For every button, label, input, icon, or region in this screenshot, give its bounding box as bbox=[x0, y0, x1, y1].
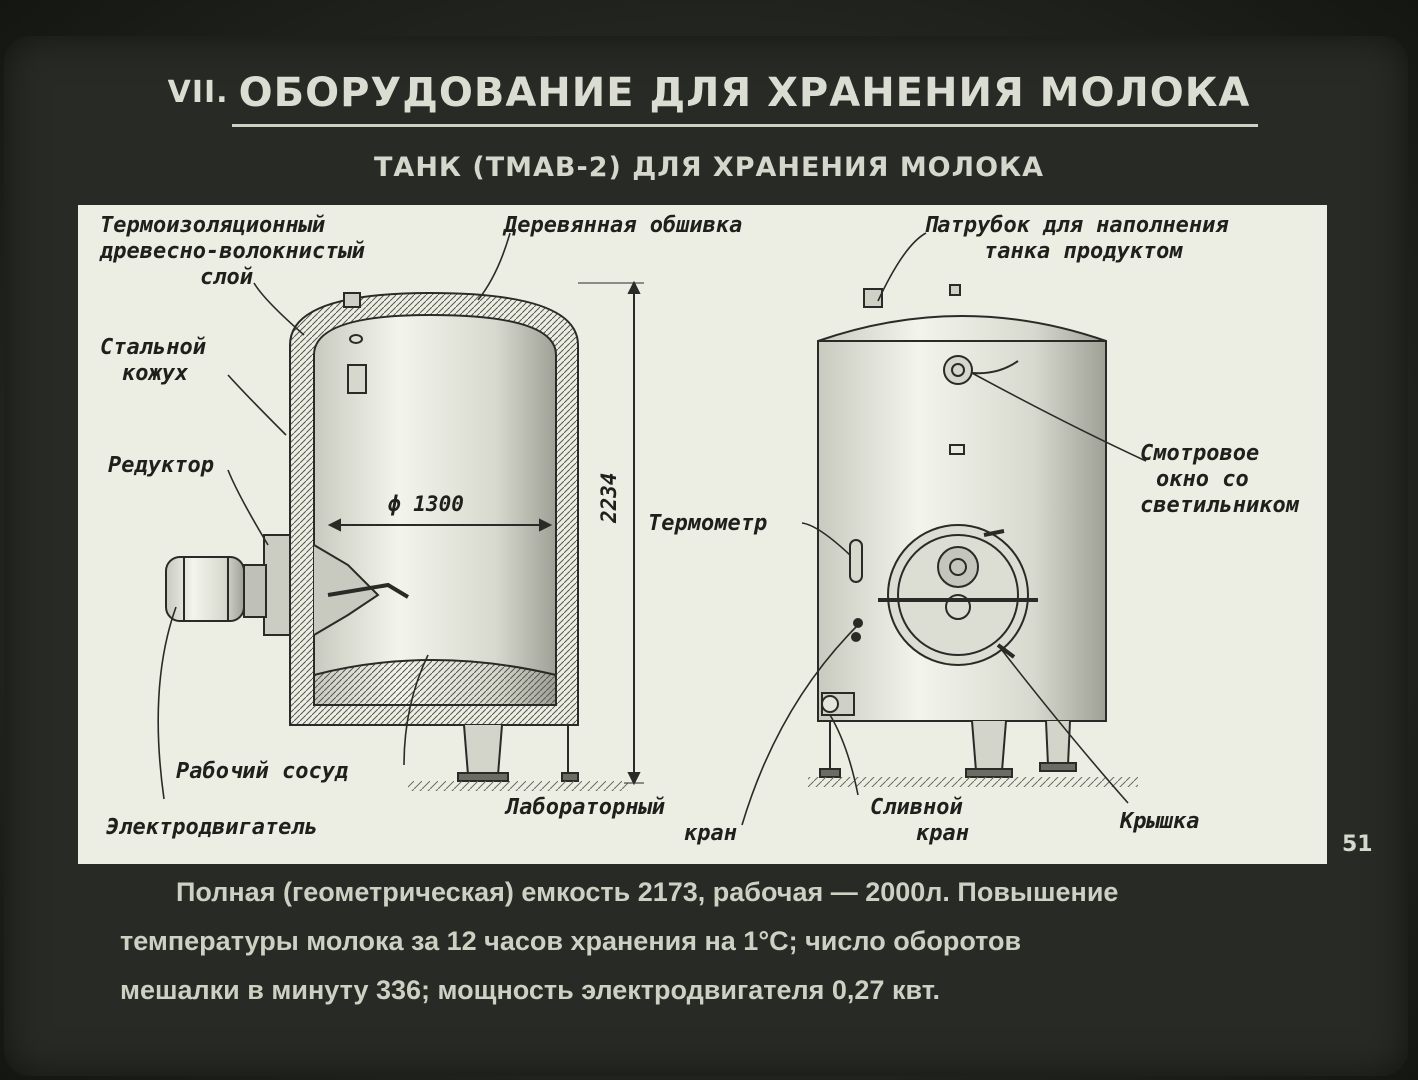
tank-section-view bbox=[165, 280, 644, 791]
label-motor: Электродвигатель bbox=[106, 815, 318, 840]
description-line-2: температуры молока за 12 часов хранения … bbox=[120, 926, 1022, 956]
section-number: VII. bbox=[167, 75, 229, 110]
description-line-3: мешалки в минуту 336; мощность электродв… bbox=[120, 975, 941, 1005]
tank-drawing bbox=[157, 232, 1147, 826]
description: Полная (геометрическая) емкость 2173, ра… bbox=[120, 868, 1248, 1015]
label-thermometer: Термометр bbox=[648, 511, 768, 536]
tank-external-view bbox=[808, 284, 1138, 787]
label-wood-lining: Деревянная обшивка bbox=[504, 213, 743, 238]
label-reducer: Редуктор bbox=[108, 453, 214, 478]
title-text: ОБОРУДОВАНИЕ ДЛЯ ХРАНЕНИЯ МОЛОКА bbox=[238, 70, 1251, 116]
leader-lines bbox=[157, 232, 1147, 826]
dimension-diameter: ϕ 1300 bbox=[388, 492, 464, 516]
page-title: VII. ОБОРУДОВАНИЕ ДЛЯ ХРАНЕНИЯ МОЛОКА bbox=[0, 70, 1418, 116]
label-working-vessel: Рабочий сосуд bbox=[176, 759, 349, 784]
description-line-1: Полная (геометрическая) емкость 2173, ра… bbox=[176, 877, 1119, 907]
subtitle: ТАНК (ТМАВ-2) ДЛЯ ХРАНЕНИЯ МОЛОКА bbox=[374, 152, 1044, 183]
page-number: 51 bbox=[1342, 832, 1373, 857]
dimension-height: 2234 bbox=[597, 472, 621, 523]
label-lid: Крышка bbox=[1120, 809, 1200, 834]
title-underline bbox=[232, 124, 1258, 127]
